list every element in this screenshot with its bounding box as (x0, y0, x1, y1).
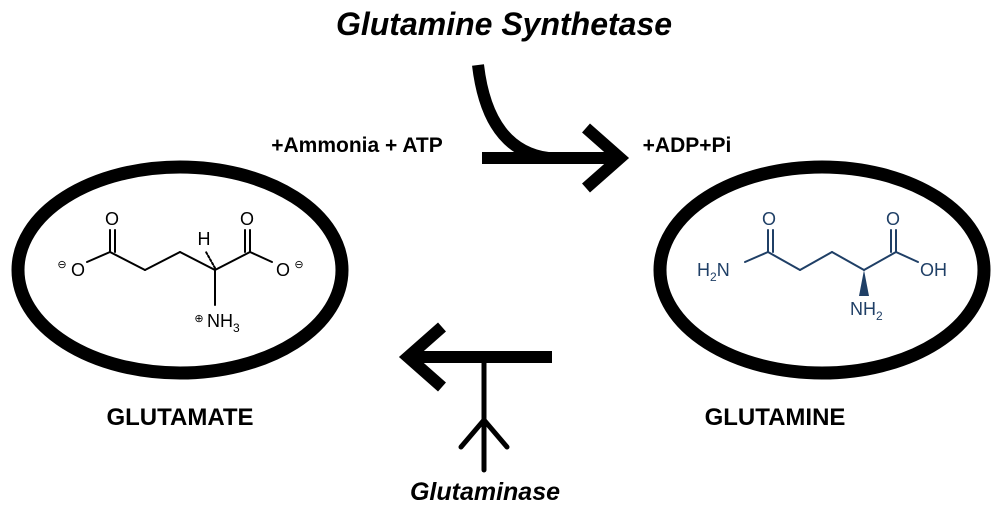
glutamine-h2n-n: N (717, 260, 730, 280)
glutamine-nh2: NH (850, 299, 876, 319)
glutamine-h2n-group: H2N (697, 260, 730, 284)
glutamate-o-top-right: O (240, 209, 254, 229)
glutamate-nh3: NH (207, 311, 233, 331)
forward-arrow-curve (472, 64, 550, 164)
forward-arrow (472, 64, 630, 193)
reverse-arrow (398, 322, 552, 392)
reaction-outputs-label: +ADP+Pi (643, 134, 732, 157)
glutamine-nh2-sub: 2 (876, 309, 883, 323)
glutamate-nh3-group: NH3 (207, 311, 240, 335)
glutamine-ellipse (653, 160, 991, 380)
glutamate-ellipse (11, 160, 349, 380)
glutamine-label: GLUTAMINE (705, 404, 846, 431)
glutamate-label: GLUTAMATE (106, 404, 253, 431)
glutamate-o-top-left: O (105, 209, 119, 229)
glutamine-structure: O H2N O OH NH2 (697, 209, 947, 323)
glutamate-structure: O O ⊖ H O O ⊖ ⊕ NH3 (57, 209, 303, 335)
glutamate-minus-left: ⊖ (57, 259, 66, 271)
glutamine-oh: OH (920, 260, 947, 280)
enzyme-glutaminase: Glutaminase (410, 478, 560, 506)
glutamate-minus-right: ⊖ (294, 259, 303, 271)
reverse-arrow-stem (458, 359, 510, 473)
glutamine-wedge-bond (859, 270, 869, 296)
glutamate-plus: ⊕ (194, 313, 203, 325)
glutamate-nh3-sub: 3 (233, 321, 240, 335)
reverse-arrow-head (398, 322, 446, 392)
glutamine-o-acid: O (886, 209, 900, 229)
glutamine-nh2-group: NH2 (850, 299, 883, 323)
glutamine-h2n-h: H (697, 260, 710, 280)
glutamate-h-stereo: H (198, 229, 211, 249)
glutamate-o-minus-left: O (71, 260, 85, 280)
forward-arrow-head (582, 123, 630, 193)
reaction-inputs-label: +Ammonia + ATP (271, 134, 443, 157)
glutamine-h2n-sub: 2 (710, 270, 717, 284)
glutamate-o-minus-right: O (276, 260, 290, 280)
enzyme-glutamine-synthetase: Glutamine Synthetase (336, 6, 672, 42)
glutamine-o-amide: O (762, 209, 776, 229)
